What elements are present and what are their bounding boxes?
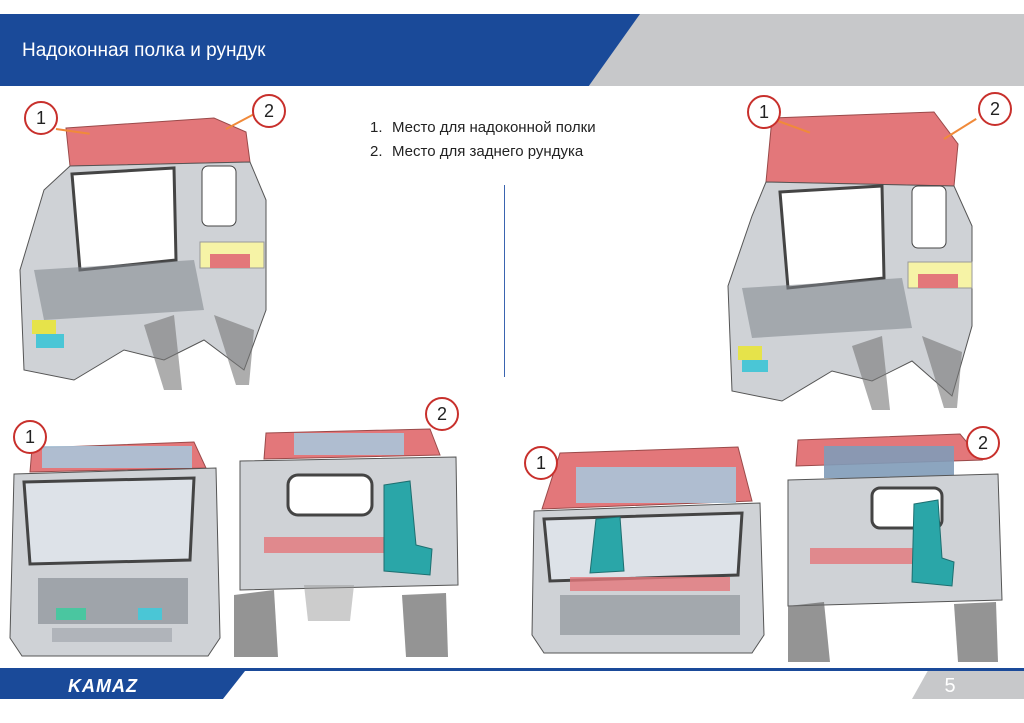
marker-1: 1 xyxy=(747,95,781,129)
header-title-band xyxy=(0,14,640,86)
marker-2: 2 xyxy=(252,94,286,128)
legend-item: 2.Место для заднего рундука xyxy=(370,143,584,160)
legend: 1.Место для надоконной полки 2.Место для… xyxy=(370,116,596,164)
cab-front-view-tall-roof-illustration xyxy=(531,446,765,654)
footer-line xyxy=(0,668,1024,671)
page-title: Надоконная полка и рундук xyxy=(22,40,266,61)
cab-rear-interior-view-illustration xyxy=(234,428,459,657)
marker-1: 1 xyxy=(524,446,558,480)
marker-2: 2 xyxy=(978,92,1012,126)
cab-front-view-illustration xyxy=(9,441,221,657)
kamaz-logo: KAMAZ xyxy=(68,676,138,696)
divider-line xyxy=(504,185,505,377)
cab-side-view-illustration xyxy=(19,117,267,390)
page-number: 5 xyxy=(944,675,956,697)
footer-logo-band xyxy=(0,671,245,699)
marker-1: 1 xyxy=(24,101,58,135)
legend-item: 1.Место для надоконной полки xyxy=(370,119,596,136)
cab-rear-interior-tall-roof-illustration xyxy=(787,433,1003,662)
marker-2: 2 xyxy=(425,397,459,431)
cab-side-view-tall-roof-illustration xyxy=(727,111,973,410)
footer-page-band xyxy=(912,671,1024,699)
marker-1: 1 xyxy=(13,420,47,454)
marker-2: 2 xyxy=(966,426,1000,460)
